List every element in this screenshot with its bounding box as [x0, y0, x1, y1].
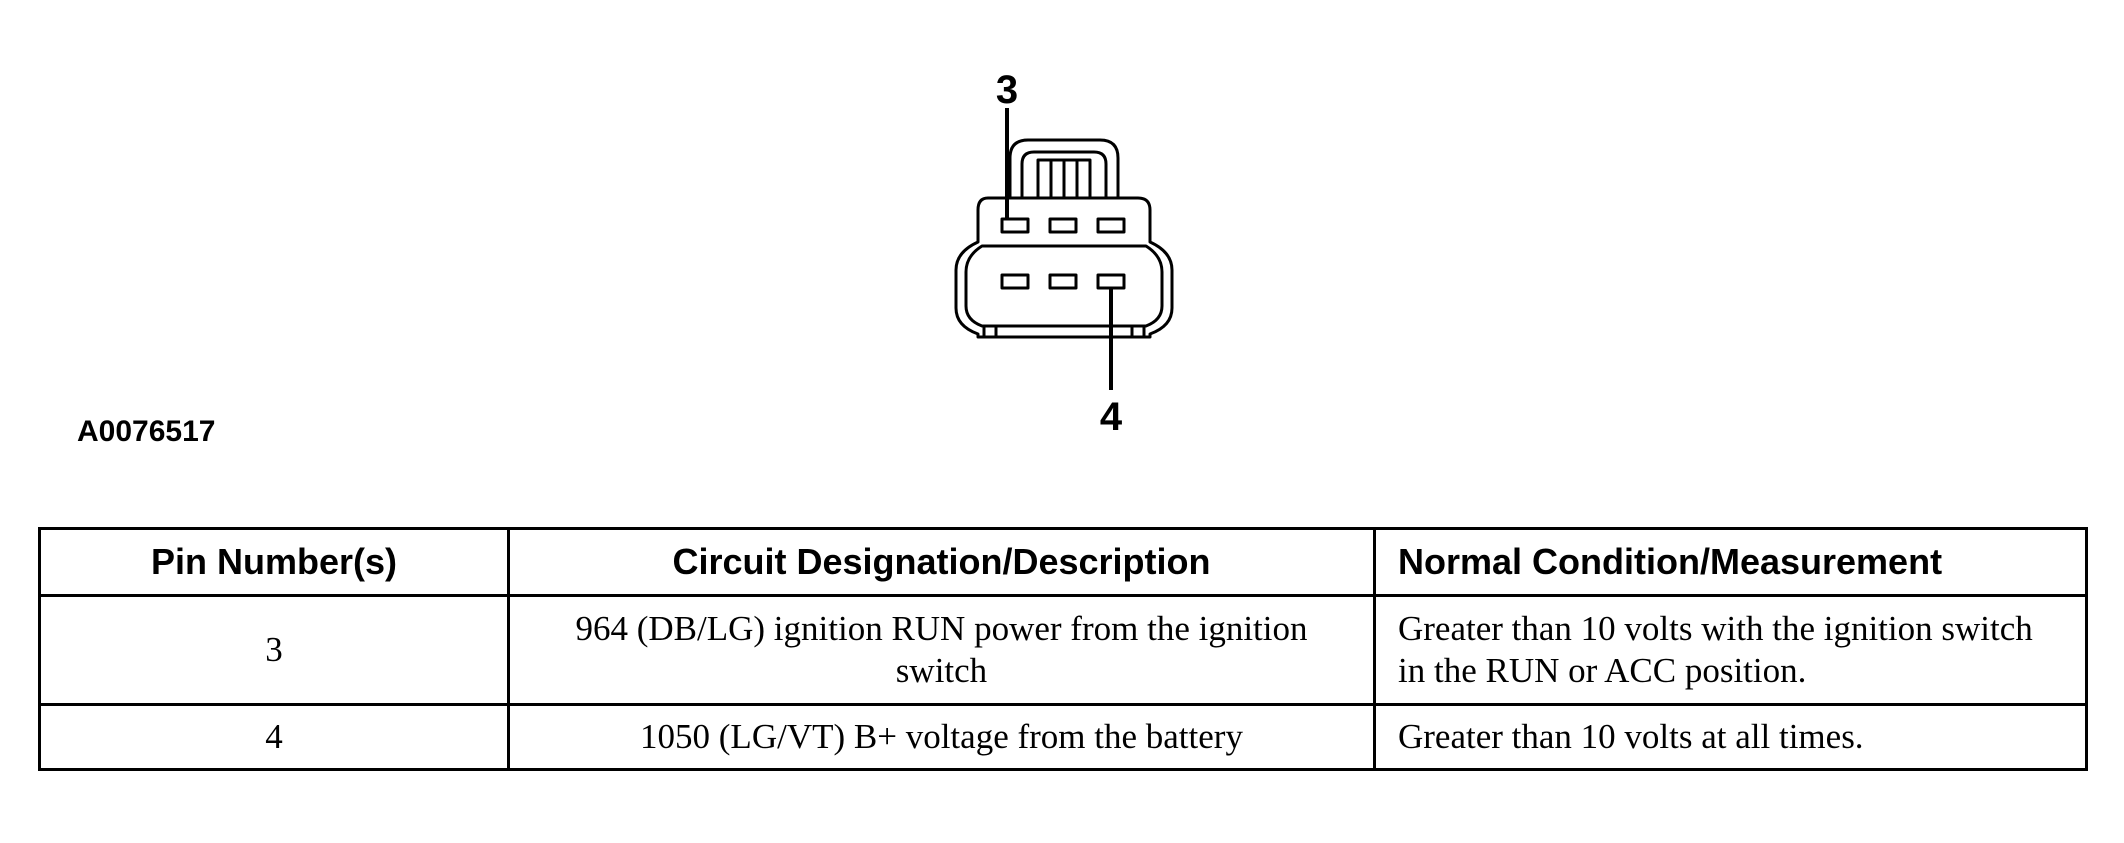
circuit-description-cell: 1050 (LG/VT) B+ voltage from the battery: [507, 703, 1376, 771]
pin-number-cell: 4: [38, 703, 510, 771]
connector-outer-shell: [954, 196, 1174, 339]
condition-cell: Greater than 10 volts with the ignition …: [1373, 594, 2088, 706]
connector-bottom-tabs: [982, 326, 1146, 337]
cavity-pin-1: [1096, 217, 1126, 234]
circuit-description-cell: 964 (DB/LG) ignition RUN power from the …: [507, 594, 1376, 706]
figure-id: A0076517: [77, 415, 215, 448]
connector-diagram: 3 4 A0076517: [77, 68, 1174, 448]
condition-cell: Greater than 10 volts at all times.: [1373, 703, 2088, 771]
header-pin-number: Pin Number(s): [38, 527, 510, 597]
table-header-row: Pin Number(s) Circuit Designation/Descri…: [38, 527, 2088, 597]
cavity-pin-2: [1048, 217, 1078, 234]
header-circuit-designation: Circuit Designation/Description: [507, 527, 1376, 597]
header-normal-condition: Normal Condition/Measurement: [1373, 527, 2088, 597]
pin-measurement-table: Pin Number(s) Circuit Designation/Descri…: [38, 527, 2088, 771]
cavity-pin-4: [1096, 273, 1126, 290]
cavity-pin-3: [1000, 217, 1030, 234]
connector-inner-shell: [964, 244, 1164, 328]
table-row: 3 964 (DB/LG) ignition RUN power from th…: [38, 594, 2088, 706]
callout-3-label: 3: [996, 68, 1018, 112]
terminal-cavities: [1000, 217, 1126, 290]
pin-number-cell: 3: [38, 594, 510, 706]
table-row: 4 1050 (LG/VT) B+ voltage from the batte…: [38, 703, 2088, 771]
cavity-pin-5: [1048, 273, 1078, 290]
connector-latch: [1008, 138, 1120, 200]
cavity-pin-6: [1000, 273, 1030, 290]
callout-4-label: 4: [1100, 395, 1123, 439]
